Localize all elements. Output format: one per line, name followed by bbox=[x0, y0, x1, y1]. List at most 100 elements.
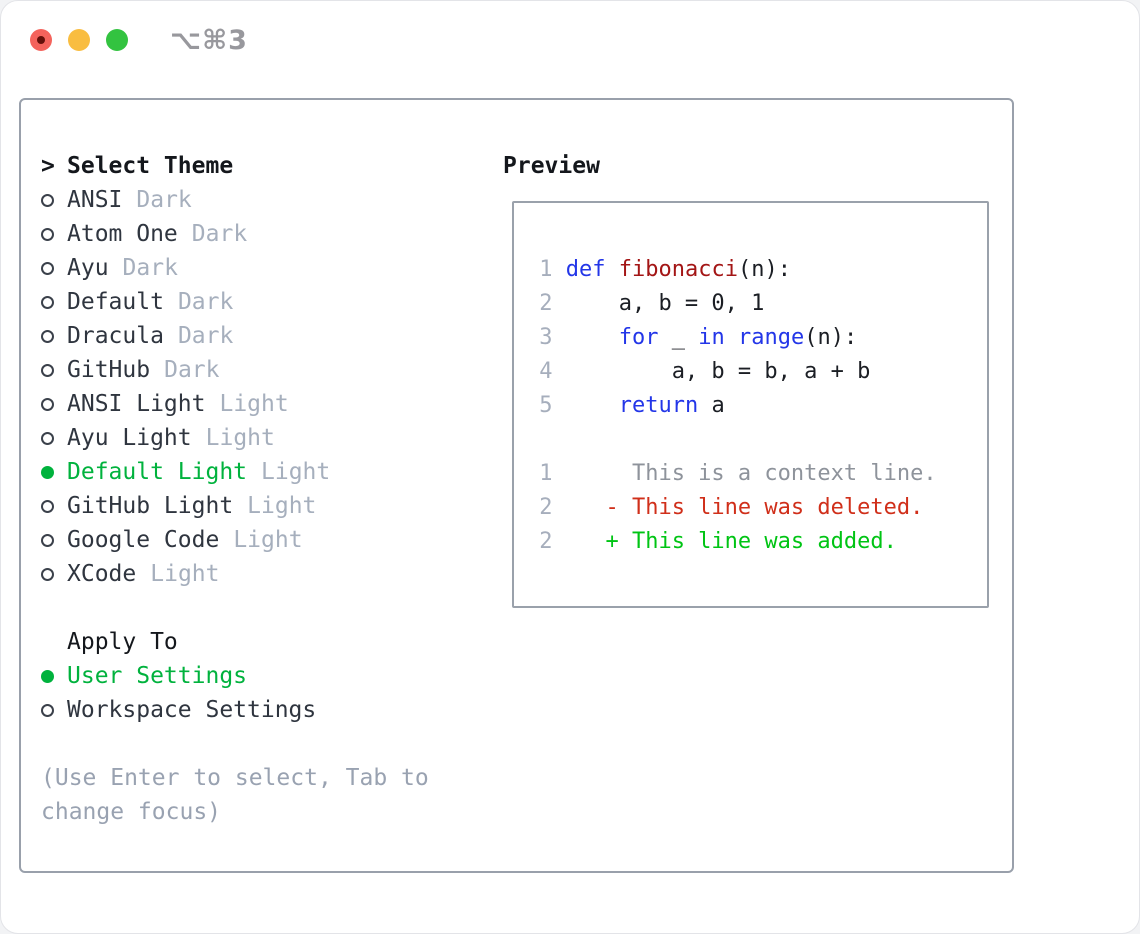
theme-variant: Light bbox=[219, 391, 289, 417]
radio-icon bbox=[41, 261, 54, 275]
apply-option[interactable]: User Settings bbox=[41, 659, 503, 693]
code-token bbox=[552, 257, 565, 282]
apply-to-label: Apply To bbox=[67, 629, 178, 655]
traffic-lights bbox=[30, 29, 128, 51]
code-line bbox=[526, 423, 987, 457]
code-line: 1 This is a context line. bbox=[526, 457, 987, 491]
line-number: 2 bbox=[539, 291, 553, 316]
theme-option[interactable]: ANSI Light Light bbox=[41, 387, 503, 421]
line-number: 4 bbox=[539, 359, 553, 384]
theme-variant: Light bbox=[205, 425, 275, 451]
code-line: 2 a, b = 0, 1 bbox=[526, 287, 987, 321]
code-line: 3 for _ in range(n): bbox=[526, 321, 987, 355]
code-line: 2 - This line was deleted. bbox=[526, 491, 987, 525]
theme-variant: Light bbox=[261, 459, 331, 485]
code-token bbox=[605, 257, 618, 282]
theme-variant: Light bbox=[150, 561, 220, 587]
code-token bbox=[552, 325, 618, 350]
code-token: (n): bbox=[804, 325, 858, 350]
theme-name: GitHub Light bbox=[67, 493, 234, 519]
theme-variant: Dark bbox=[191, 221, 248, 247]
window-title: ⌥⌘3 bbox=[170, 24, 248, 56]
theme-name: Ayu Light bbox=[67, 425, 192, 451]
help-line: (Use Enter to select, Tab to bbox=[41, 765, 429, 791]
code-token: in bbox=[698, 325, 725, 350]
code-token: return bbox=[618, 393, 699, 418]
theme-variant: Dark bbox=[164, 357, 220, 383]
theme-name: Atom One bbox=[67, 221, 178, 247]
spacer bbox=[41, 727, 503, 761]
code-token: a bbox=[698, 393, 725, 418]
code-token: + This line was added. bbox=[552, 529, 897, 554]
radio-icon bbox=[41, 397, 54, 411]
line-number: 1 bbox=[539, 257, 553, 282]
apply-to-header: Apply To bbox=[41, 625, 503, 659]
theme-name: ANSI bbox=[67, 187, 123, 213]
zoom-button[interactable] bbox=[106, 29, 128, 51]
close-button[interactable] bbox=[30, 29, 52, 51]
theme-variant: Light bbox=[247, 493, 317, 519]
radio-selected-icon bbox=[41, 465, 54, 479]
select-theme-header: > Select Theme bbox=[41, 149, 503, 183]
theme-option[interactable]: GitHub Light Light bbox=[41, 489, 503, 523]
focus-prompt-icon: > bbox=[41, 153, 55, 179]
code-token: _ bbox=[658, 325, 699, 350]
code-token bbox=[552, 393, 618, 418]
help-text: (Use Enter to select, Tab to change focus… bbox=[41, 761, 503, 829]
theme-name: Dracula bbox=[67, 323, 164, 349]
theme-option[interactable]: GitHub Dark bbox=[41, 353, 503, 387]
line-number: 3 bbox=[539, 325, 553, 350]
radio-icon bbox=[41, 499, 54, 513]
code-line: 5 return a bbox=[526, 389, 987, 423]
code-token: - This line was deleted. bbox=[552, 495, 924, 520]
radio-icon bbox=[41, 703, 54, 717]
code-token: fibonacci bbox=[618, 257, 738, 282]
radio-icon bbox=[41, 193, 54, 207]
radio-icon bbox=[41, 295, 54, 309]
theme-option[interactable]: XCode Light bbox=[41, 557, 503, 591]
code-token: range bbox=[737, 325, 805, 350]
theme-option[interactable]: Ayu Light Light bbox=[41, 421, 503, 455]
apply-option-label: User Settings bbox=[67, 663, 248, 689]
radio-selected-icon bbox=[41, 669, 54, 683]
theme-name: GitHub bbox=[67, 357, 151, 383]
theme-option[interactable]: Atom One Dark bbox=[41, 217, 503, 251]
line-number: 5 bbox=[539, 393, 553, 418]
line-number: 1 bbox=[539, 461, 553, 486]
minimize-button[interactable] bbox=[68, 29, 90, 51]
line-number: 2 bbox=[539, 529, 553, 554]
theme-name: XCode bbox=[67, 561, 137, 587]
code-line: 1 def fibonacci(n): bbox=[526, 253, 987, 287]
select-theme-label: Select Theme bbox=[67, 153, 234, 179]
apply-option[interactable]: Workspace Settings bbox=[41, 693, 503, 727]
code-line: 2 + This line was added. bbox=[526, 525, 987, 559]
code-line: 4 a, b = b, a + b bbox=[526, 355, 987, 389]
preview-header: Preview bbox=[503, 149, 1012, 183]
preview-column: Preview 1 def fibonacci(n):2 a, b = 0, 1… bbox=[503, 149, 1012, 871]
code-token bbox=[725, 325, 738, 350]
theme-name: Google Code bbox=[67, 527, 220, 553]
code-token: (n): bbox=[737, 257, 791, 282]
radio-icon bbox=[41, 533, 54, 547]
theme-name: ANSI Light bbox=[67, 391, 206, 417]
code-token: This is a context line. bbox=[552, 461, 937, 486]
radio-icon bbox=[41, 431, 54, 445]
help-line: change focus) bbox=[41, 799, 222, 825]
code-token: for bbox=[618, 325, 659, 350]
theme-name: Default bbox=[67, 289, 164, 315]
radio-icon bbox=[41, 567, 54, 581]
preview-label: Preview bbox=[503, 153, 600, 179]
theme-variant: Dark bbox=[122, 255, 178, 281]
titlebar: ⌥⌘3 bbox=[1, 1, 1139, 56]
